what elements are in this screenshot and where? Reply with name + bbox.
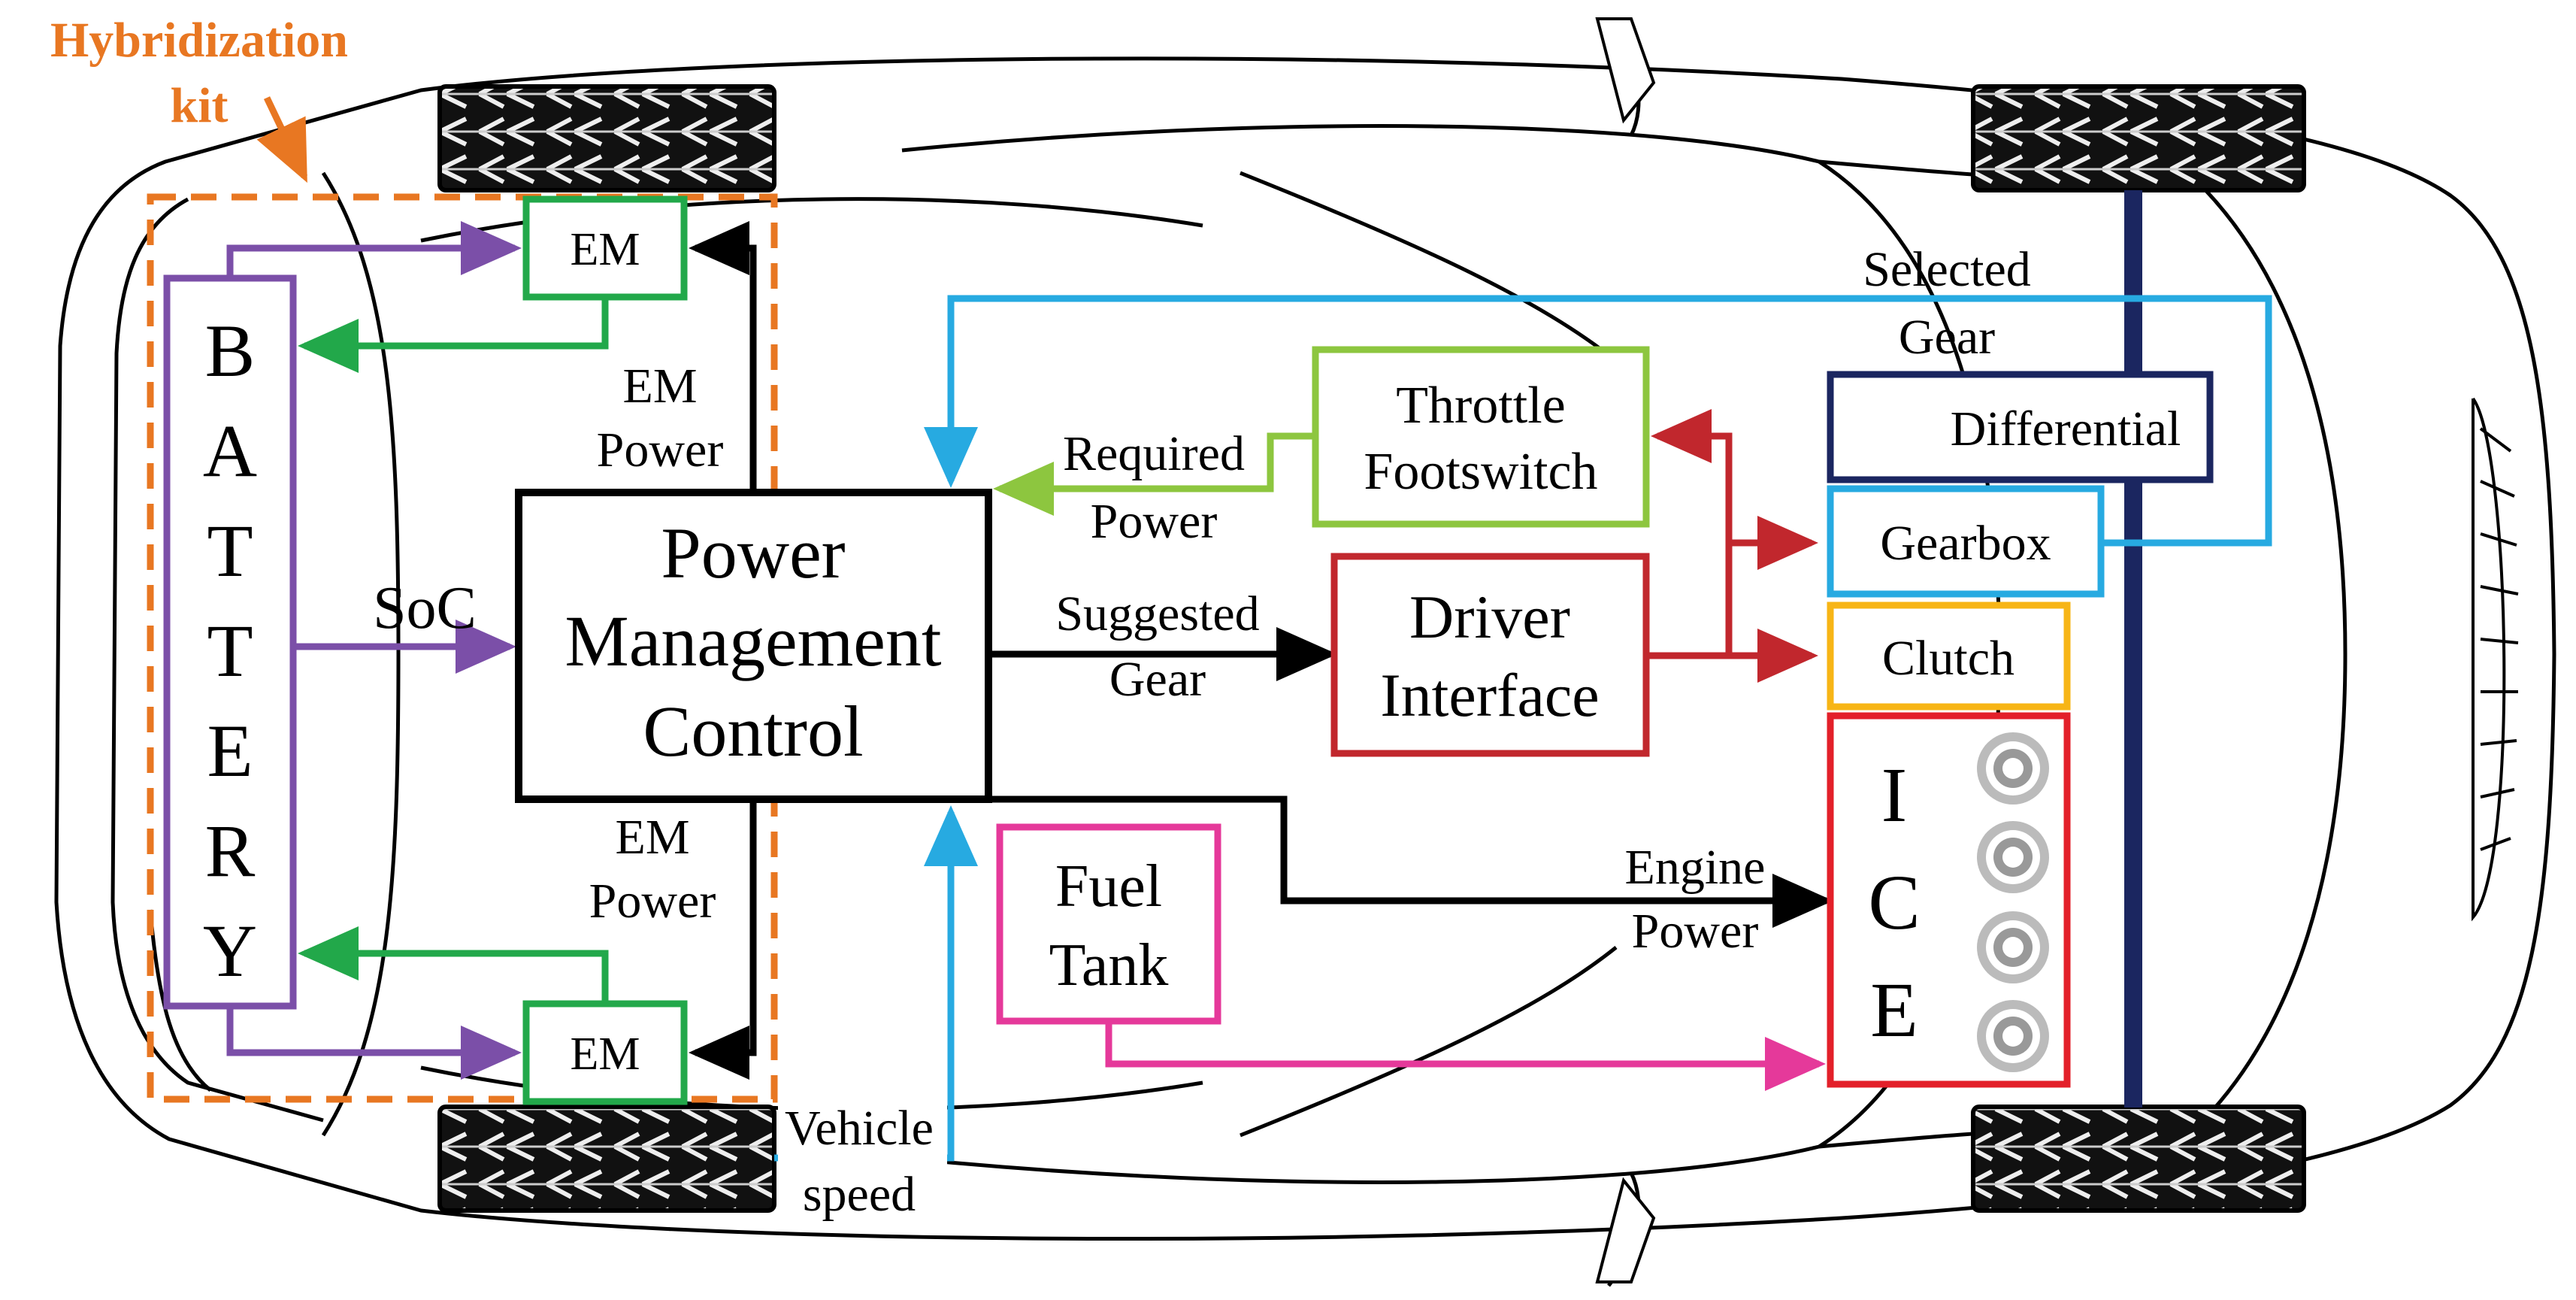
- wheel-front-bottom: [1971, 1105, 2306, 1213]
- driver-line2: Interface: [1380, 661, 1599, 729]
- em-power-top-label-1: EM: [623, 359, 698, 414]
- engine-power-label-2: Power: [1632, 904, 1759, 959]
- clutch-label: Clutch: [1882, 631, 2014, 686]
- engine-power-label-1: Engine: [1625, 840, 1766, 895]
- pmc-line1: Power: [661, 513, 845, 593]
- em-power-top-label-2: Power: [597, 423, 724, 477]
- battery-letter: Y: [203, 909, 257, 992]
- fuel-to-ice-arrow: [1105, 1021, 1826, 1091]
- mirror-bottom-decoration: [1595, 1177, 1656, 1283]
- front-axle: [2124, 190, 2142, 1108]
- driver-line1: Driver: [1409, 583, 1570, 651]
- battery-to-em-top-arrow: [226, 221, 522, 278]
- cylinder-icon: [1977, 1000, 2049, 1072]
- ice-letter: C: [1868, 859, 1920, 946]
- em-power-bottom-label-1: EM: [616, 810, 690, 865]
- em-power-bottom-arrow: [689, 799, 757, 1080]
- cylinder-icon: [1977, 732, 2049, 805]
- vehicle-speed-label-2: speed: [803, 1167, 916, 1222]
- battery-letter: T: [207, 509, 253, 592]
- selected-gear-label-2: Gear: [1899, 310, 1995, 365]
- battery-to-em-bottom-arrow: [226, 1006, 522, 1080]
- wheel-rear-top: [437, 84, 776, 192]
- wheel-rear-bottom: [437, 1105, 776, 1213]
- throttle-line1: Throttle: [1396, 377, 1565, 435]
- battery-letter: T: [207, 609, 253, 692]
- vehicle-speed-label-1: Vehicle: [785, 1101, 934, 1156]
- pmc-line2: Management: [565, 601, 941, 681]
- driver-interface-block: [1330, 553, 1650, 757]
- driver-to-throttle-arrow: [1651, 409, 1733, 656]
- fuel-line1: Fuel: [1055, 853, 1162, 920]
- battery-letter: A: [203, 409, 257, 492]
- soc-label: SoC: [373, 575, 477, 641]
- grille-decoration: [2472, 397, 2519, 922]
- engine-power-arrow: [988, 795, 1833, 928]
- em-top-to-battery-arrow: [298, 297, 609, 373]
- selected-gear-label-1: Selected: [1863, 242, 2031, 297]
- kit-title-line2: kit: [170, 78, 228, 133]
- selected-gear-arrow: [924, 295, 2272, 547]
- em-bottom-to-battery-arrow: [298, 926, 609, 1004]
- em-power-bottom-label-2: Power: [589, 874, 716, 929]
- kit-pointer-arrow: [256, 96, 308, 183]
- cylinder-icon: [1977, 911, 2049, 983]
- differential-label: Differential: [1951, 402, 2181, 456]
- ice-letter: E: [1870, 967, 1918, 1053]
- pmc-line3: Control: [643, 691, 863, 771]
- em-top-label: EM: [571, 224, 640, 275]
- differential-block: [1827, 371, 2214, 483]
- required-power-label-2: Power: [1091, 494, 1218, 549]
- power-management-control-block: [515, 489, 992, 803]
- em-bottom-block: [522, 1000, 688, 1105]
- throttle-line2: Footswitch: [1364, 443, 1597, 501]
- gearbox-label: Gearbox: [1880, 516, 2051, 571]
- required-power-arrow: [993, 432, 1315, 516]
- ice-letter: I: [1881, 752, 1908, 838]
- wheel-front-top: [1971, 84, 2306, 192]
- kit-title-line1: Hybridization: [50, 13, 348, 68]
- battery-letter: E: [207, 709, 253, 792]
- fuel-line2: Tank: [1049, 932, 1169, 998]
- suggested-gear-label-1: Suggested: [1055, 586, 1259, 641]
- battery-letter: B: [205, 309, 256, 392]
- em-power-top-arrow: [689, 221, 757, 492]
- mirror-top-decoration: [1595, 17, 1656, 124]
- em-bottom-label: EM: [571, 1029, 640, 1080]
- cylinder-icon: [1977, 821, 2049, 893]
- required-power-label-1: Required: [1063, 426, 1245, 481]
- clutch-block: [1827, 602, 2071, 711]
- engine-cylinders: [1977, 732, 2049, 1072]
- gearbox-block: [1827, 485, 2105, 598]
- suggested-gear-label-2: Gear: [1109, 652, 1206, 707]
- vehicle-speed-label-bg: [778, 1098, 947, 1226]
- battery-letter: R: [205, 809, 256, 892]
